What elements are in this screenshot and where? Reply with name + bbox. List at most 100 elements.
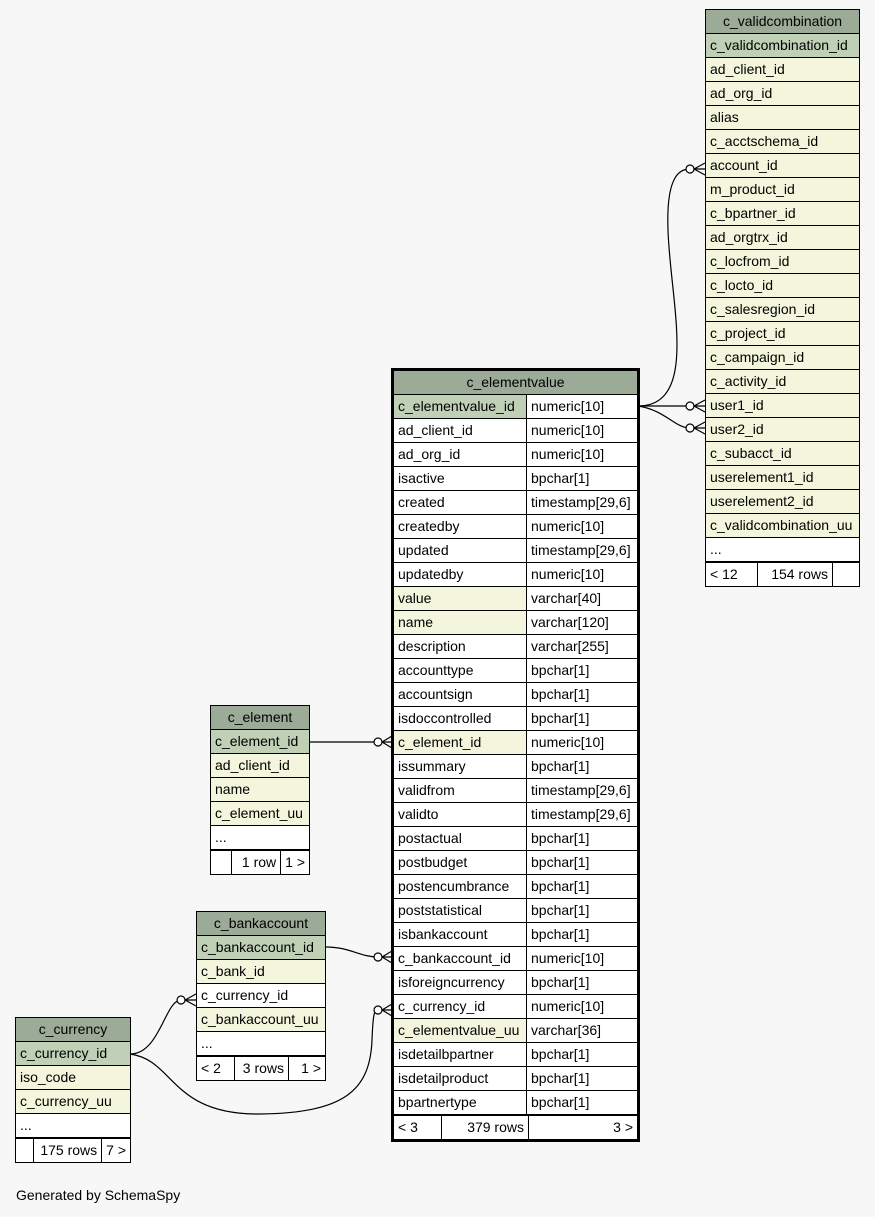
column-row[interactable]: userelement1_id [706,466,859,490]
column-row[interactable]: ad_client_id [211,754,309,778]
column-row[interactable]: c_validcombination_uu [706,514,859,538]
column-name: c_element_id [394,731,527,754]
column-row[interactable]: c_bankaccount_uu [197,1008,325,1032]
next-link[interactable]: 1 > [285,854,305,870]
prev-link[interactable]: < 3 [394,1116,442,1139]
column-type: timestamp[29,6] [527,779,637,802]
prev-link[interactable] [16,1139,34,1162]
column-name: ... [16,1114,130,1137]
column-row[interactable]: userelement2_id [706,490,859,514]
column-row[interactable]: alias [706,106,859,130]
column-row[interactable]: name [211,778,309,802]
column-name: ... [706,538,859,561]
column-row[interactable]: user1_id [706,394,859,418]
column-row[interactable]: m_product_id [706,178,859,202]
column-type: timestamp[29,6] [527,491,637,514]
column-type: varchar[40] [527,587,637,610]
edge-end-circle [373,952,383,962]
row-count: 3 rows [235,1057,289,1080]
column-row[interactable]: c_locto_id [706,274,859,298]
column-row[interactable]: ad_org_id [706,82,859,106]
column-row[interactable]: c_currency_uu [16,1090,130,1114]
column-name: postactual [394,827,527,850]
column-row[interactable]: c_bankaccount_id [197,936,325,960]
next-link[interactable]: 3 > [613,1119,633,1135]
table-title[interactable]: c_validcombination [706,10,859,34]
column-name: value [394,587,527,610]
column-row[interactable]: c_bank_id [197,960,325,984]
column-row[interactable]: ad_client_id [706,58,859,82]
column-row[interactable]: c_project_id [706,322,859,346]
column-row[interactable]: iso_code [16,1066,130,1090]
column-row[interactable]: ad_orgtrx_id [706,226,859,250]
column-row[interactable]: c_acctschema_id [706,130,859,154]
prev-link[interactable] [211,851,233,874]
row-count: 379 rows [442,1116,529,1139]
column-row[interactable]: c_currency_id [197,984,325,1008]
prev-link[interactable]: < 12 [706,563,758,586]
column-row[interactable]: c_locfrom_id [706,250,859,274]
table-title[interactable]: c_bankaccount [197,912,325,936]
table-title[interactable]: c_currency [16,1018,130,1042]
column-row[interactable]: c_campaign_id [706,346,859,370]
column-row[interactable]: c_validcombination_id [706,34,859,58]
column-row[interactable]: ... [211,826,309,850]
next-link[interactable] [833,563,859,586]
column-row[interactable]: account_id [706,154,859,178]
prev-link[interactable]: < 2 [197,1057,235,1080]
column-row[interactable]: c_currency_id [16,1042,130,1066]
column-row[interactable]: c_activity_id [706,370,859,394]
table-title[interactable]: c_elementvalue [394,371,637,395]
column-row[interactable]: ... [706,538,859,562]
column-row[interactable]: c_salesregion_id [706,298,859,322]
table-title[interactable]: c_element [211,706,309,730]
column-row[interactable]: c_element_id [211,730,309,754]
column-row[interactable]: ... [197,1032,325,1056]
column-name: c_currency_id [197,984,325,1007]
next-link[interactable]: 7 > [106,1142,126,1158]
column-row[interactable]: c_subacct_id [706,442,859,466]
column-row[interactable]: ... [16,1114,130,1138]
column-row[interactable]: user2_id [706,418,859,442]
next-link[interactable]: 1 > [301,1060,321,1076]
column-row[interactable]: c_bpartner_id [706,202,859,226]
column-name: user1_id [706,394,859,417]
column-row[interactable]: c_element_uu [211,802,309,826]
column-name: c_project_id [706,322,859,345]
